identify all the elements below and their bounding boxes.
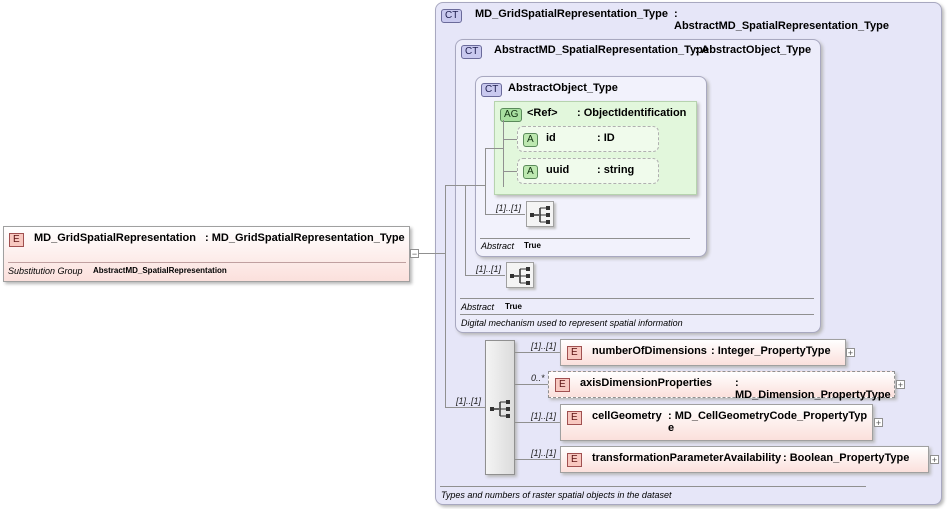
- element-badge: E: [567, 453, 582, 467]
- attribute-name: uuid: [546, 164, 570, 176]
- multiplicity: 0..*: [531, 373, 545, 383]
- divider: [460, 314, 814, 315]
- abstract-value: True: [505, 302, 522, 311]
- mid-type-documentation: Digital mechanism used to represent spat…: [461, 318, 683, 328]
- multiplicity: [1]..[1]: [476, 264, 502, 274]
- multiplicity: [1]..[1]: [531, 411, 557, 421]
- element-badge: E: [567, 346, 582, 360]
- substitution-group-value: AbstractMD_SpatialRepresentation: [93, 266, 227, 275]
- complex-type-badge: CT: [481, 83, 503, 97]
- attribute-group-ref: <Ref>: [527, 107, 558, 119]
- element-transformationParameterAvailability[interactable]: E transformationParameterAvailability : …: [560, 446, 929, 473]
- element-type: : MD_Dimension_PropertyType: [735, 377, 891, 401]
- element-type: : Integer_PropertyType: [711, 345, 831, 357]
- connector: [515, 422, 560, 423]
- root-element-name: MD_GridSpatialRepresentation: [34, 232, 196, 244]
- sequence-compositor[interactable]: [485, 340, 515, 475]
- connector: [485, 148, 503, 149]
- root-element-type: : MD_GridSpatialRepresentation_Type: [205, 232, 405, 244]
- element-type: : Boolean_PropertyType: [783, 452, 910, 464]
- connector: [485, 148, 486, 214]
- outer-type-documentation: Types and numbers of raster spatial obje…: [441, 490, 672, 500]
- element-name: transformationParameterAvailability: [592, 452, 782, 464]
- element-type: : MD_CellGeometryCode_PropertyType: [668, 410, 868, 434]
- expand-button[interactable]: +: [896, 380, 905, 390]
- connector: [435, 253, 445, 254]
- mid-type-name: AbstractMD_SpatialRepresentation_Type: [494, 44, 709, 56]
- element-name: cellGeometry: [592, 410, 662, 422]
- multiplicity: [1]..[1]: [531, 341, 557, 351]
- connector: [419, 253, 435, 254]
- multiplicity: [1]..[1]: [496, 203, 522, 213]
- attribute-group-type: : ObjectIdentification: [577, 107, 687, 119]
- divider: [460, 298, 814, 299]
- sequence-icon[interactable]: [506, 262, 534, 288]
- element-badge: E: [555, 378, 570, 392]
- abstract-value: True: [524, 241, 541, 250]
- connector: [485, 214, 525, 215]
- connector: [445, 407, 485, 408]
- root-element[interactable]: E MD_GridSpatialRepresentation : MD_Grid…: [3, 226, 410, 282]
- element-badge: E: [567, 411, 582, 425]
- multiplicity: [1]..[1]: [531, 448, 557, 458]
- abstract-label: Abstract: [481, 241, 515, 251]
- connector: [515, 459, 560, 460]
- complex-type-badge: CT: [441, 9, 463, 23]
- divider: [440, 486, 866, 487]
- connector: [465, 185, 485, 186]
- divider: [8, 262, 406, 263]
- element-axisDimensionProperties[interactable]: E axisDimensionProperties : MD_Dimension…: [548, 371, 895, 401]
- attribute-type: : ID: [597, 132, 615, 144]
- connector: [503, 120, 504, 187]
- divider: [480, 238, 690, 239]
- expand-button[interactable]: +: [930, 455, 939, 465]
- attribute-name: id: [546, 132, 556, 144]
- element-badge: E: [9, 233, 24, 247]
- attribute-type: : string: [597, 164, 635, 176]
- connector: [465, 185, 466, 275]
- attribute-id[interactable]: A id : ID: [517, 126, 659, 152]
- connector: [445, 185, 465, 186]
- element-name: axisDimensionProperties: [580, 377, 713, 389]
- attribute-uuid[interactable]: A uuid : string: [517, 158, 659, 184]
- inner-type-name: AbstractObject_Type: [508, 82, 618, 94]
- element-name: numberOfDimensions: [592, 345, 707, 357]
- mid-type-base: : AbstractObject_Type: [695, 44, 812, 56]
- abstract-label: Abstract: [461, 302, 495, 312]
- expand-button[interactable]: +: [874, 418, 883, 428]
- attribute-badge: A: [523, 165, 538, 179]
- connector: [515, 352, 560, 353]
- complex-type-badge: CT: [461, 45, 483, 59]
- connector: [503, 171, 517, 172]
- substitution-group-label: Substitution Group: [8, 266, 83, 276]
- connector: [515, 384, 548, 385]
- expand-button[interactable]: +: [846, 348, 855, 358]
- multiplicity: [1]..[1]: [456, 396, 482, 406]
- outer-type-name: MD_GridSpatialRepresentation_Type: [475, 8, 668, 20]
- element-numberOfDimensions[interactable]: E numberOfDimensions : Integer_PropertyT…: [560, 339, 846, 366]
- collapse-button[interactable]: −: [410, 249, 419, 259]
- attribute-badge: A: [523, 133, 538, 147]
- outer-type-base: : AbstractMD_SpatialRepresentation_Type: [674, 8, 889, 32]
- attribute-group-badge: AG: [500, 108, 523, 122]
- connector: [503, 139, 517, 140]
- sequence-icon[interactable]: [526, 201, 554, 227]
- element-cellGeometry[interactable]: E cellGeometry : MD_CellGeometryCode_Pro…: [560, 404, 873, 441]
- connector: [445, 185, 446, 407]
- connector: [465, 275, 505, 276]
